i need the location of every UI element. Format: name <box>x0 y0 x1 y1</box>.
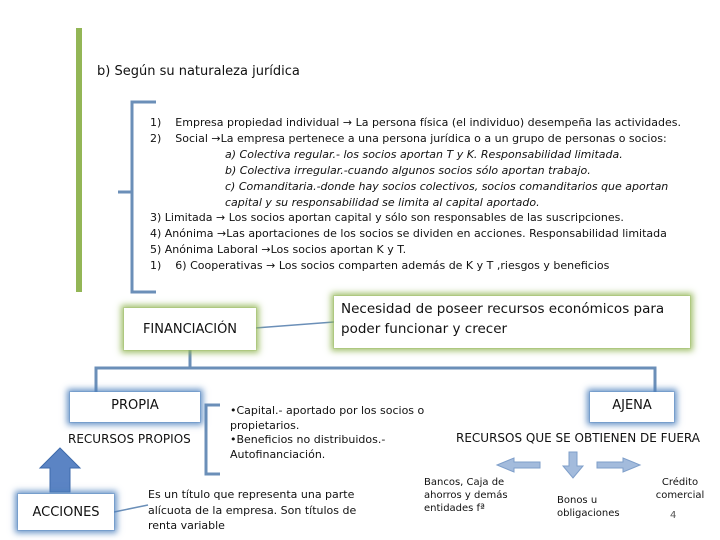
list-item-5: 5) Anónima Laboral →Los socios aportan K… <box>150 243 407 257</box>
section-heading: b) Según su naturaleza jurídica <box>97 64 300 79</box>
bancos-label: Bancos, Caja de ahorros y demás entidade… <box>424 477 508 514</box>
financiacion-box: FINANCIACIÓN <box>124 308 256 350</box>
company-types-list: 1) Empresa propiedad individual → La per… <box>150 115 715 274</box>
up-arrow <box>38 447 82 493</box>
list-item-2: 2) Social →La empresa pertenece a una pe… <box>150 131 667 145</box>
titulo-description: Es un título que representa una parte al… <box>148 488 357 532</box>
bonos-label: Bonos u obligaciones <box>557 495 620 519</box>
list-item-2a: a) Colectiva regular.- los socios aporta… <box>225 147 623 161</box>
recursos-fuera-label: RECURSOS QUE SE OBTIENEN DE FUERA <box>456 431 700 445</box>
list-item-2b: b) Colectiva irregular.-cuando algunos s… <box>225 163 591 177</box>
list-bracket <box>130 100 156 294</box>
list-item-4: 4) Anónima →Las aportaciones de los soci… <box>150 227 667 241</box>
arrow-down <box>561 451 585 479</box>
accent-bar <box>76 28 82 292</box>
acciones-titulo-link <box>113 504 149 513</box>
page-number: 4 <box>670 510 677 521</box>
capital-line-2: •Beneficios no distribuidos.- Autofinanc… <box>230 433 386 461</box>
capital-line-1: •Capital.- aportado por los socios o pro… <box>230 404 425 432</box>
ajena-box: AJENA <box>590 392 674 422</box>
capital-note: •Capital.- aportado por los socios o pro… <box>220 402 438 476</box>
capital-bracket <box>204 403 220 476</box>
list-item-1: 1) Empresa propiedad individual → La per… <box>150 116 681 129</box>
necesidad-box: Necesidad de poseer recursos económicos … <box>334 296 690 348</box>
propia-box: PROPIA <box>70 392 200 422</box>
arrow-left <box>495 457 541 473</box>
credito-label: Crédito comercial <box>655 477 705 501</box>
acciones-box: ACCIONES <box>18 494 114 530</box>
list-item-3: 3) Limitada → Los socios aportan capital… <box>150 211 624 225</box>
list-item-2c: c) Comanditaria.-donde hay socios colect… <box>225 179 669 193</box>
fin-need-link <box>254 321 335 329</box>
tree-trunk <box>94 366 657 392</box>
arrow-right <box>596 457 642 473</box>
list-item-2c-cont: capital y su responsabilidad se limita a… <box>225 195 540 209</box>
list-item-6: 1) 6) Cooperativas → Los socios comparte… <box>150 259 610 273</box>
recursos-propios-label: RECURSOS PROPIOS <box>68 432 191 446</box>
